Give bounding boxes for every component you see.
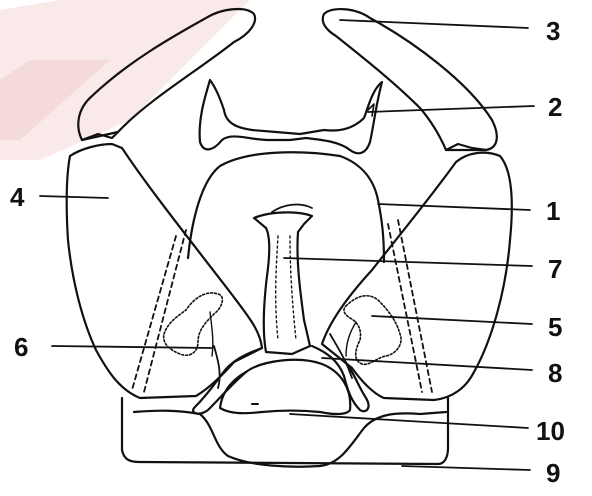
part-6-gland-stalk — [210, 312, 213, 356]
part-10-body — [220, 360, 350, 414]
label-8: 8 — [548, 360, 562, 386]
leader-7 — [284, 258, 532, 266]
part-2-horned-piece — [200, 80, 382, 153]
part-7-dotted-r — [290, 236, 296, 340]
part-1-arch — [188, 152, 384, 262]
part-5-gland-stalk — [346, 322, 356, 356]
label-9: 9 — [546, 460, 560, 486]
label-1: 1 — [546, 198, 560, 224]
label-3: 3 — [546, 18, 560, 44]
part-7-column — [254, 212, 312, 354]
label-2: 2 — [548, 94, 562, 120]
part-9-plate — [122, 398, 448, 464]
leader-4 — [40, 196, 108, 198]
dashed-right-outer — [388, 224, 422, 392]
leader-6 — [52, 346, 212, 348]
part-7-cap — [272, 205, 312, 212]
dashed-left-inner — [144, 230, 186, 392]
label-5: 5 — [548, 314, 562, 340]
label-7: 7 — [548, 256, 562, 282]
leader-2 — [368, 106, 534, 112]
dashed-right-inner — [398, 220, 432, 392]
dashed-left-outer — [132, 236, 176, 390]
part-9-inner-plate — [134, 411, 446, 467]
leader-3 — [340, 20, 528, 28]
leader-10 — [290, 414, 528, 428]
leader-1 — [378, 204, 530, 210]
label-6: 6 — [14, 334, 28, 360]
leader-8 — [322, 358, 532, 370]
part-4-left-lobe — [67, 144, 262, 398]
part-7-dotted-l — [276, 236, 278, 340]
leader-lines — [40, 20, 534, 470]
dashed-ducts — [132, 220, 432, 392]
leader-9 — [402, 466, 530, 470]
label-4: 4 — [10, 184, 24, 210]
label-10: 10 — [536, 418, 565, 444]
